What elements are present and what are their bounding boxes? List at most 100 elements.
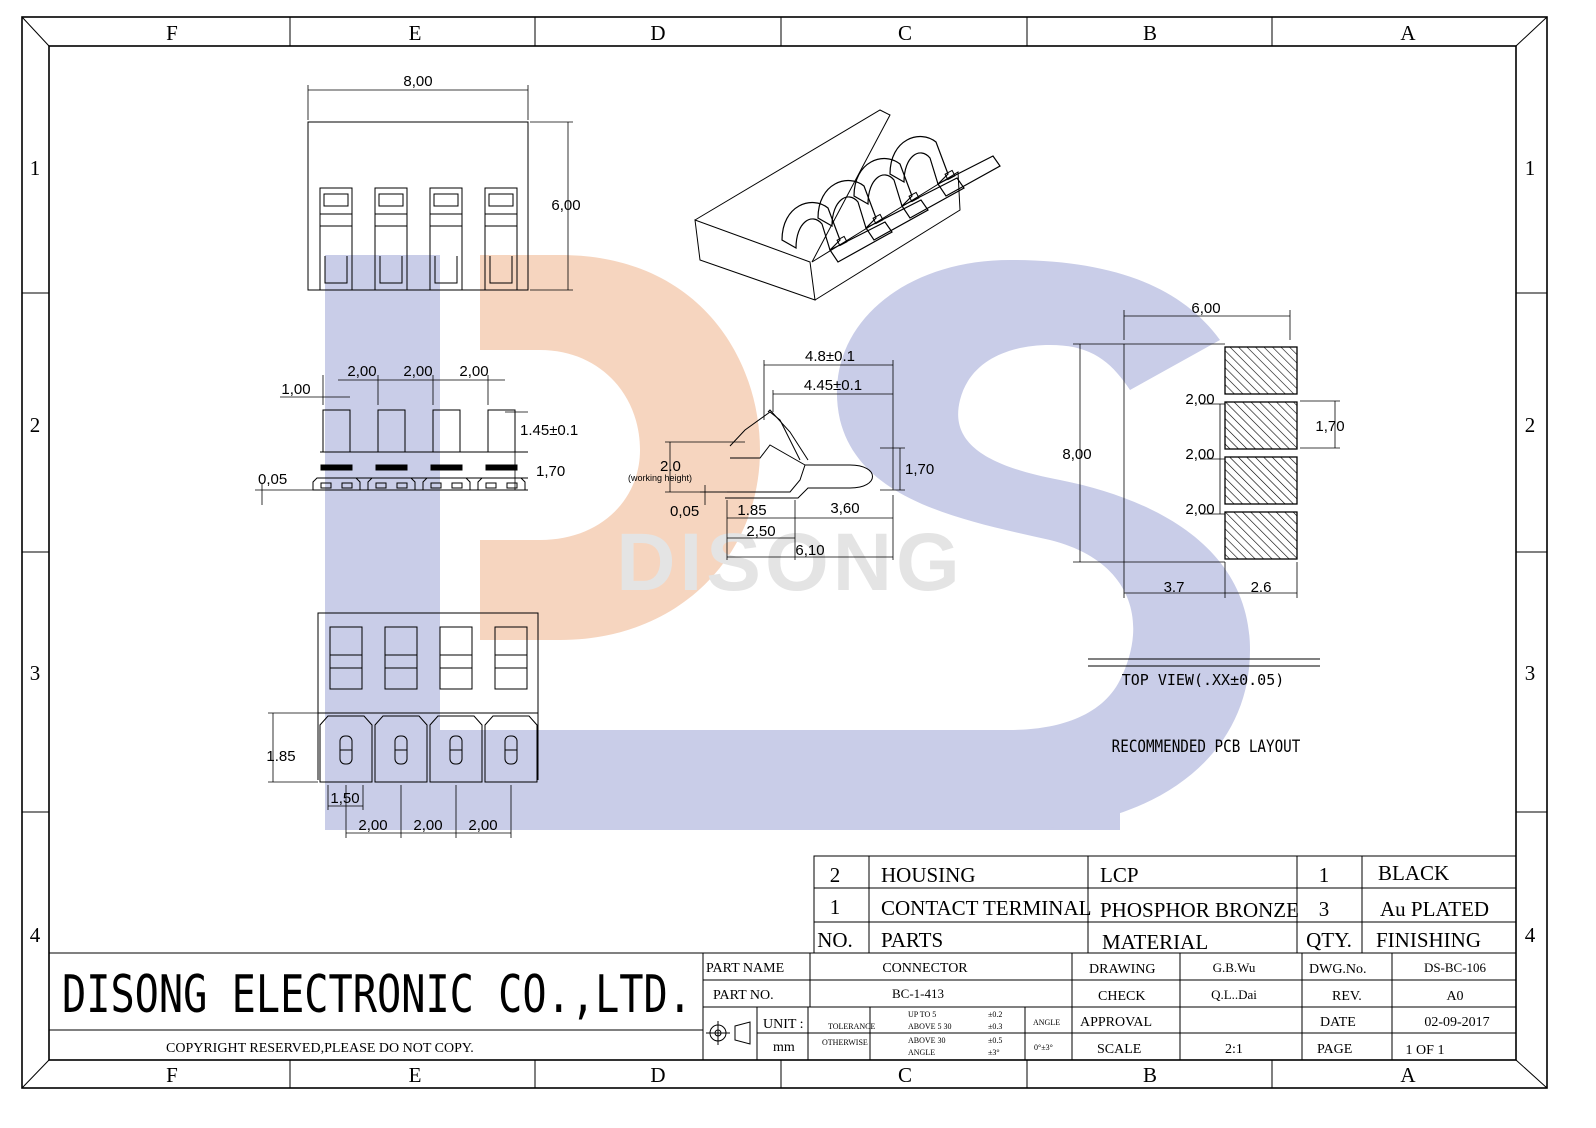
dim-front-pitch2: 2,00 bbox=[403, 363, 432, 380]
pcb-pad bbox=[1224, 401, 1298, 450]
dim-pcb-p2: 2,00 bbox=[1185, 446, 1214, 463]
col-label-f-bottom: F bbox=[166, 1063, 178, 1087]
angle-value: 0°±3° bbox=[1034, 1043, 1053, 1052]
front-terminal-band bbox=[430, 464, 463, 471]
part-no-value: BC-1-413 bbox=[892, 986, 944, 1001]
dim-front-offset: 1,00 bbox=[281, 381, 310, 398]
bom-row1-no: 2 bbox=[830, 863, 841, 887]
top-slot bbox=[319, 187, 353, 291]
col-label-a-top: A bbox=[1400, 21, 1416, 45]
row-label-2-right: 2 bbox=[1525, 413, 1536, 437]
bottom-window bbox=[384, 626, 418, 690]
dwg-label: DWG.No. bbox=[1309, 962, 1367, 977]
dim-pcb-pad: 1,70 bbox=[1315, 418, 1344, 435]
dim-term-c: 2,50 bbox=[746, 523, 775, 540]
dim-pcb-h: 8,00 bbox=[1062, 446, 1091, 463]
otherwise-label: OTHERWISE bbox=[822, 1038, 868, 1047]
row-label-1-left: 1 bbox=[30, 156, 41, 180]
iso-terminal-leg bbox=[865, 199, 929, 241]
unit-value: mm bbox=[773, 1040, 795, 1055]
front-terminal-tab bbox=[485, 482, 497, 489]
rev-value: A0 bbox=[1446, 989, 1463, 1004]
part-name-value: CONNECTOR bbox=[882, 961, 968, 976]
dim-bottom-pad: 1,50 bbox=[330, 790, 359, 807]
iso-terminal-hole bbox=[836, 235, 848, 247]
front-terminal-tab bbox=[320, 482, 332, 489]
check-value: Q.L..Dai bbox=[1211, 987, 1257, 1002]
front-terminal-foot bbox=[477, 477, 526, 491]
bom-header-qty: QTY. bbox=[1306, 928, 1352, 952]
front-terminal bbox=[487, 409, 516, 453]
company-name: DISONG ELECTRONIC CO.,LTD. bbox=[62, 964, 692, 1024]
col-label-c-bottom: C bbox=[898, 1063, 912, 1087]
tolerance-value-4: ±3° bbox=[988, 1048, 1000, 1057]
dim-front-height: 1,70 bbox=[536, 463, 565, 480]
approval-label: APPROVAL bbox=[1080, 1015, 1152, 1030]
dim-pcb-w: 6,00 bbox=[1191, 300, 1220, 317]
dim-term-w2: 4.45±0.1 bbox=[804, 377, 862, 394]
bom-row2-qty: 3 bbox=[1319, 897, 1330, 921]
dim-term-w1: 4.8±0.1 bbox=[805, 348, 855, 365]
iso-terminal-leg bbox=[901, 177, 965, 219]
top-slot-inner bbox=[488, 193, 514, 207]
top-slot-contact bbox=[324, 256, 348, 284]
tolerance-range-3: ABOVE 30 bbox=[908, 1036, 946, 1045]
dim-pcb-right: 2.6 bbox=[1251, 579, 1272, 596]
row-label-4-left: 4 bbox=[30, 923, 41, 947]
iso-terminal-spring bbox=[817, 179, 877, 230]
top-slot-inner bbox=[378, 193, 404, 207]
top-slot-inner bbox=[323, 193, 349, 207]
top-view bbox=[307, 85, 573, 291]
pcb-caption-title: RECOMMENDED PCB LAYOUT bbox=[1112, 736, 1301, 757]
bottom-terminal bbox=[484, 715, 538, 783]
watermark-text: DISONG bbox=[616, 517, 963, 608]
col-label-e-top: E bbox=[409, 21, 422, 45]
bom-row1-qty: 1 bbox=[1319, 863, 1330, 887]
front-terminal-tab bbox=[375, 482, 387, 489]
dim-front-pitch3: 2,00 bbox=[459, 363, 488, 380]
top-slot-contact bbox=[434, 256, 458, 284]
front-terminal-tab bbox=[506, 482, 518, 489]
bom-row1-finishing: BLACK bbox=[1378, 861, 1449, 885]
top-slot bbox=[374, 187, 408, 291]
bom-row2-material: PHOSPHOR BRONZE bbox=[1100, 898, 1299, 922]
terminal-side-view bbox=[665, 360, 905, 560]
tolerance-value-3: ±0.5 bbox=[988, 1036, 1002, 1045]
front-terminal-band bbox=[320, 464, 353, 471]
front-terminal-tab bbox=[341, 482, 353, 489]
bom-row2-part: CONTACT TERMINAL bbox=[881, 896, 1091, 920]
top-slot bbox=[484, 187, 518, 291]
bom-header-finishing: FINISHING bbox=[1376, 928, 1481, 952]
front-terminal-tab bbox=[396, 482, 408, 489]
dim-term-a: 1.85 bbox=[737, 502, 766, 519]
col-label-b-top: B bbox=[1143, 21, 1157, 45]
drawing-label: DRAWING bbox=[1089, 962, 1156, 977]
row-label-2-left: 2 bbox=[30, 413, 41, 437]
bom-row2-finishing: Au PLATED bbox=[1380, 897, 1489, 921]
dim-pcb-p1: 2,00 bbox=[1185, 391, 1214, 408]
scale-label: SCALE bbox=[1097, 1042, 1141, 1057]
dim-term-working: 2.0 bbox=[660, 458, 681, 475]
rev-label: REV. bbox=[1332, 989, 1362, 1004]
iso-terminal-leg bbox=[937, 155, 1001, 197]
dim-term-b: 3,60 bbox=[830, 500, 859, 517]
dim-term-working-note: (working height) bbox=[628, 473, 692, 483]
front-terminal-tab bbox=[451, 482, 463, 489]
bottom-terminal bbox=[429, 715, 483, 783]
bottom-terminal bbox=[374, 715, 428, 783]
front-terminal-tab bbox=[430, 482, 442, 489]
bottom-window bbox=[494, 626, 528, 690]
scale-value: 2:1 bbox=[1225, 1042, 1243, 1057]
col-label-d-bottom: D bbox=[650, 1063, 665, 1087]
isometric-view bbox=[694, 109, 1001, 301]
dim-front-gap: 0,05 bbox=[258, 471, 287, 488]
iso-terminal-hole bbox=[908, 191, 920, 203]
row-label-1-right: 1 bbox=[1525, 156, 1536, 180]
pcb-layout bbox=[1073, 310, 1340, 667]
dim-term-d: 6,10 bbox=[795, 542, 824, 559]
col-label-e-bottom: E bbox=[409, 1063, 422, 1087]
pcb-pad bbox=[1224, 511, 1298, 560]
bom-row1-part: HOUSING bbox=[881, 863, 976, 887]
dim-bottom-p1: 2,00 bbox=[358, 817, 387, 834]
front-view bbox=[255, 375, 528, 505]
